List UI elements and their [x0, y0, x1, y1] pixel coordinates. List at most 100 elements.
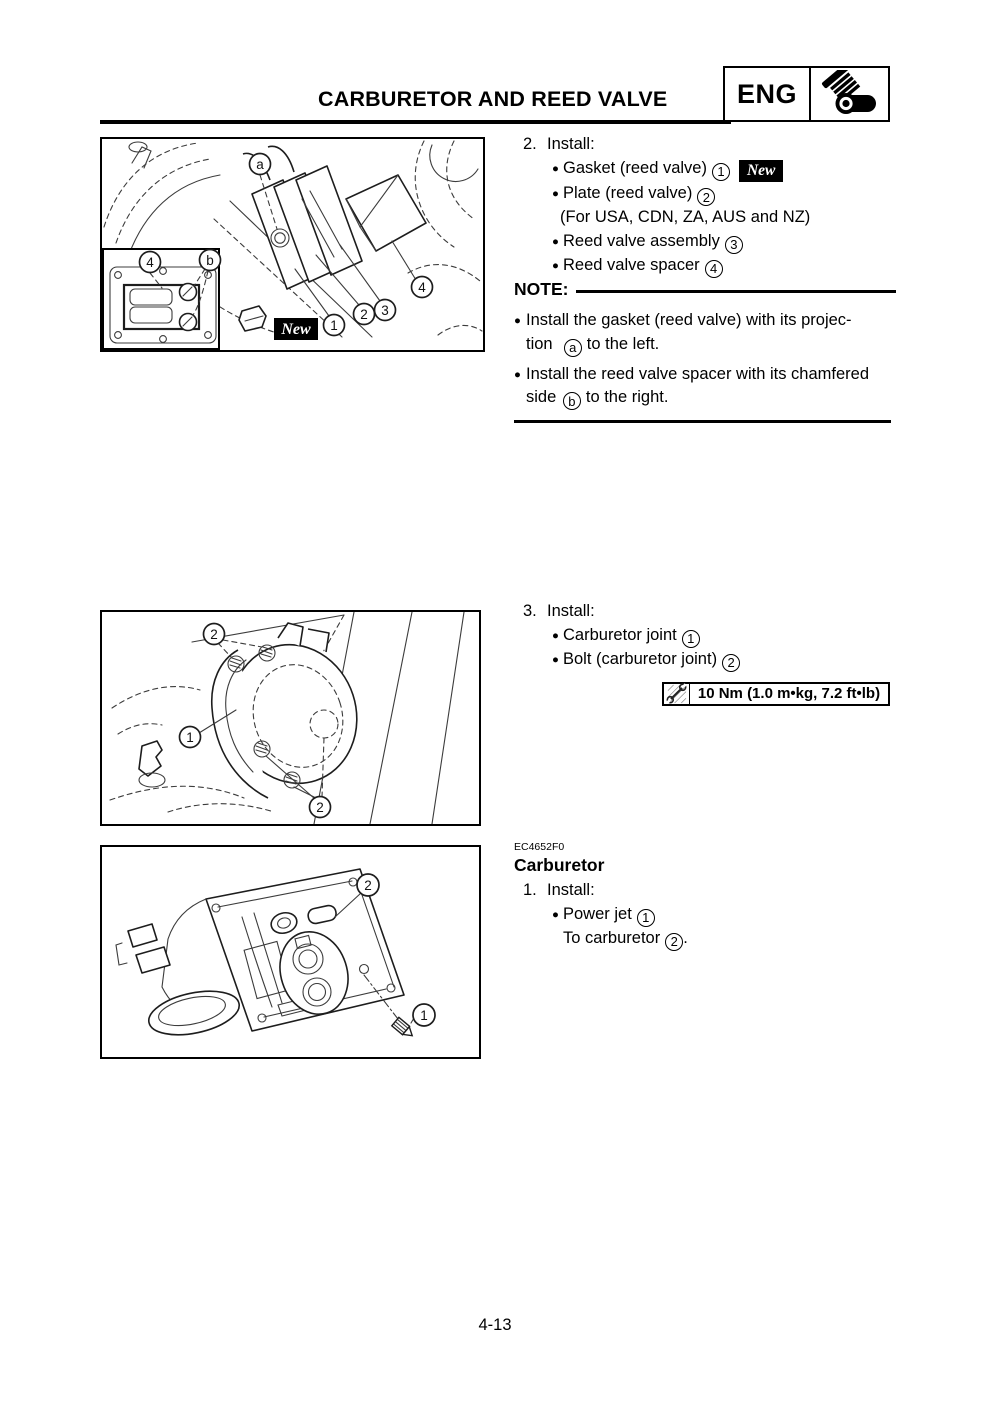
svg-text:4: 4	[146, 255, 154, 270]
step-number: 2.	[523, 135, 537, 153]
svg-text:4: 4	[418, 280, 426, 295]
item-text: Reed valve assembly	[563, 231, 720, 250]
item-text: Plate (reed valve)	[563, 184, 693, 202]
callout-power-jet-1: 1	[412, 1003, 436, 1027]
item-callout: 1	[711, 162, 730, 181]
item-text: Reed valve spacer	[563, 255, 700, 274]
torque-value: 10 Nm (1.0 m•kg, 7.2 ft•lb)	[697, 684, 881, 702]
figure-carburetor-powerjet: 2 1	[100, 845, 481, 1059]
svg-text:2: 2	[210, 627, 218, 642]
svg-text:1: 1	[420, 1008, 428, 1023]
svg-text:3: 3	[381, 303, 389, 318]
item-bullet	[552, 229, 559, 255]
header-rule	[100, 120, 731, 124]
svg-text:1: 1	[186, 730, 194, 745]
install-item: Bolt (carburetor joint)2	[514, 648, 896, 672]
callout-carburetor-2: 2	[356, 873, 380, 897]
item-callout: 3	[724, 235, 743, 254]
step-title: Install:	[547, 135, 595, 153]
figure-reed-valve-install: New a 4 1 2 3 4 b	[100, 137, 485, 352]
item-text: Carburetor joint	[563, 625, 677, 644]
item-bullet	[552, 902, 559, 928]
chapter-tab: ENG	[723, 66, 890, 122]
item-callout: 4	[704, 259, 723, 278]
new-badge: New	[738, 159, 784, 182]
callout-inset-spacer-4: 4	[138, 250, 162, 274]
item-callout: 1	[681, 629, 700, 648]
svg-text:2: 2	[364, 878, 372, 893]
callout-assembly-3: 3	[373, 298, 397, 322]
step-number: 3.	[523, 602, 537, 620]
note-text: to the right.	[585, 388, 669, 406]
svg-text:1: 1	[330, 318, 338, 333]
item-bullet	[514, 362, 521, 388]
svg-text:2: 2	[360, 307, 368, 322]
item-callout: 2	[722, 653, 741, 672]
install-item: Gasket (reed valve)1 New	[514, 156, 896, 182]
item-bullet	[514, 308, 521, 334]
engine-icon	[811, 68, 888, 120]
callout-spacer-4: 4	[410, 275, 434, 299]
destination-callout: 2	[665, 932, 684, 951]
note-text: Install the reed valve spacer with its c…	[526, 364, 869, 407]
note-callout: b	[562, 392, 581, 410]
wrench-icon	[664, 683, 690, 704]
destination-text: To carburetor	[563, 928, 661, 947]
item-text: Bolt (carburetor joint)	[563, 649, 718, 668]
note-bottom-rule	[514, 420, 891, 423]
item-bullet	[552, 156, 559, 182]
item-bullet	[552, 181, 559, 207]
step-header: 2. Install:	[514, 133, 896, 157]
callout-joint-1: 1	[178, 725, 202, 749]
note-text: to the left.	[586, 334, 660, 353]
torque-spec: 10 Nm (1.0 m•kg, 7.2 ft•lb)	[662, 681, 890, 706]
step-title: Install:	[547, 881, 595, 899]
item-bullet	[552, 623, 559, 649]
step-title: Install:	[547, 602, 595, 620]
section-code: EC4652F0	[514, 841, 565, 853]
chapter-tab-label: ENG	[725, 68, 811, 120]
note-heading-rule	[576, 290, 896, 293]
carburetor-section: EC4652F0 Carburetor 1. Install: Power jet…	[514, 841, 896, 951]
callout-plate-2: 2	[352, 302, 376, 326]
svg-text:2: 2	[316, 800, 324, 815]
new-badge-figure: New	[274, 318, 318, 340]
note-item: Install the reed valve spacer with its c…	[514, 362, 896, 410]
svg-text:a: a	[256, 157, 264, 172]
step-header: 1. Install:	[514, 879, 896, 903]
figure-carburetor-joint: 2 1 2	[100, 610, 481, 826]
region-note: (For USA, CDN, ZA, AUS and NZ)	[560, 208, 811, 226]
item-text: Power jet	[563, 904, 632, 923]
page-title: CARBURETOR AND REED VALVE	[318, 87, 668, 111]
item-bullet	[552, 647, 559, 673]
callout-inset-chamfer-b: b	[198, 248, 222, 272]
section-heading: Carburetor	[514, 855, 605, 875]
item-bullet	[552, 253, 559, 279]
item-callout: 1	[636, 908, 655, 927]
note-item: Install the gasket (reed valve) with its…	[514, 309, 896, 357]
callout-gasket-1: 1	[322, 313, 346, 337]
callout-projection-a: a	[248, 152, 272, 176]
note-text: Install the gasket (reed valve) with its…	[526, 311, 852, 353]
svg-text:b: b	[206, 253, 214, 268]
item-callout: 2	[697, 188, 716, 206]
callout-bolts-bottom-2: 2	[308, 795, 332, 819]
step-number: 1.	[523, 881, 537, 899]
page-number: 4-13	[478, 1316, 512, 1334]
item-text: Gasket (reed valve)	[563, 158, 707, 177]
note-heading: NOTE:	[514, 279, 569, 300]
step-header: 3. Install:	[514, 600, 896, 624]
svg-text:New: New	[280, 321, 311, 338]
step-2-install: 2. Install: Gasket (reed valve)1 New Plate…	[514, 133, 896, 278]
note-header: NOTE:	[514, 277, 896, 303]
destination-text: .	[683, 928, 688, 947]
note-section: NOTE: Install the gasket (reed valve) wi…	[514, 277, 896, 423]
install-item: Plate (reed valve)2	[514, 182, 896, 206]
